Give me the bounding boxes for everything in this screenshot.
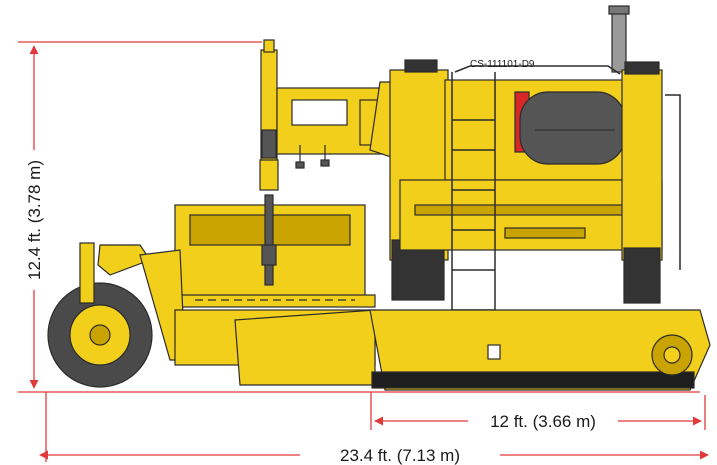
track-label-bg [468,410,618,432]
lower-body [174,309,376,386]
screw-jack [261,194,277,286]
overall-length-label: 23.4 ft. (7.13 m) [340,446,460,465]
water-tank [519,91,626,165]
ladder [451,65,681,330]
height-label-bg [24,150,44,290]
paver-machine [47,5,711,391]
exhaust-stack [608,5,630,73]
mast [259,39,279,191]
track-length-label: 12 ft. (3.66 m) [490,412,596,431]
part-number-label: CS-111101-D9 [470,59,535,70]
height-dimension-label: 12.4 ft. (3.78 m) [25,160,44,280]
track-assembly [369,309,711,391]
overall-label-bg [300,444,500,465]
right-column [621,61,663,304]
front-wheel [47,242,153,388]
